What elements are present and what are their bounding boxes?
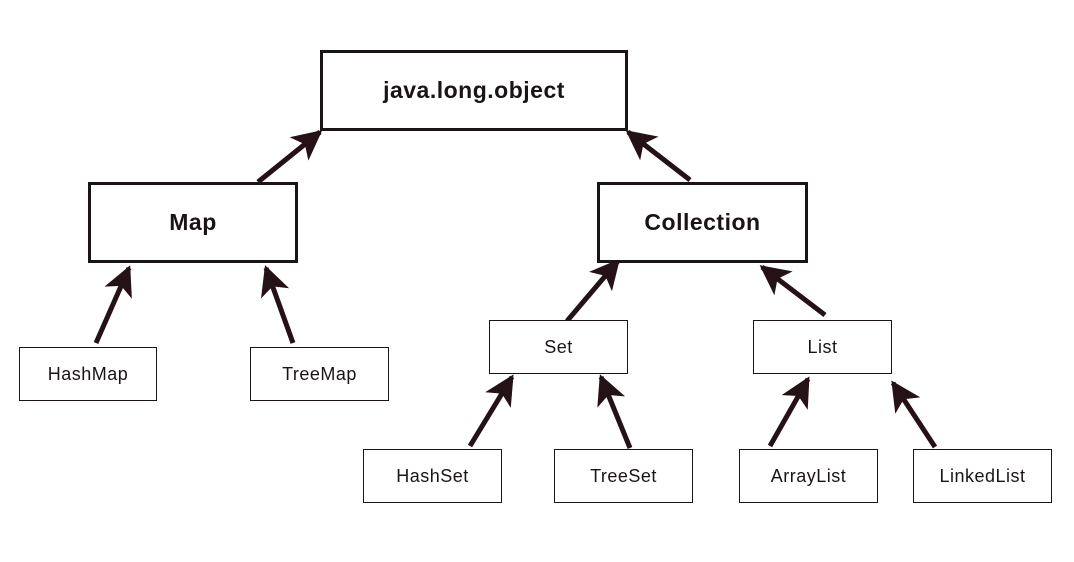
arrow-treeset-to-set (597, 374, 633, 449)
node-hashset: HashSet (363, 449, 502, 503)
node-treemap: TreeMap (250, 347, 389, 401)
node-root: java.long.object (320, 50, 628, 131)
node-hashmap-label: HashMap (47, 363, 129, 384)
node-set-label: Set (544, 336, 573, 357)
node-arraylist: ArrayList (739, 449, 878, 503)
node-treeset-label: TreeSet (590, 465, 657, 486)
arrow-treemap-to-map (261, 265, 296, 344)
node-linkedlist: LinkedList (913, 449, 1052, 503)
node-list: List (753, 320, 892, 374)
node-hashmap: HashMap (19, 347, 157, 401)
node-list-label: List (807, 336, 838, 357)
node-linkedlist-label: LinkedList (939, 465, 1026, 486)
arrow-group (93, 130, 938, 449)
node-map: Map (88, 182, 298, 263)
arrow-map-to-root (256, 130, 323, 184)
node-treemap-label: TreeMap (282, 363, 357, 384)
node-hashset-label: HashSet (396, 465, 469, 486)
arrow-arraylist-to-list (767, 376, 811, 448)
arrow-collection-to-root (625, 130, 692, 182)
arrow-hashmap-to-map (93, 265, 132, 345)
node-root-label: java.long.object (383, 77, 565, 103)
arrow-set-to-collection (565, 258, 620, 323)
arrow-linkedlist-to-list (890, 380, 938, 449)
node-map-label: Map (169, 209, 217, 235)
node-collection-label: Collection (644, 209, 761, 235)
node-collection: Collection (597, 182, 808, 263)
arrow-list-to-collection (759, 265, 827, 317)
node-treeset: TreeSet (554, 449, 693, 503)
arrow-hashset-to-set (467, 374, 515, 448)
node-set: Set (489, 320, 628, 374)
node-arraylist-label: ArrayList (770, 465, 847, 486)
